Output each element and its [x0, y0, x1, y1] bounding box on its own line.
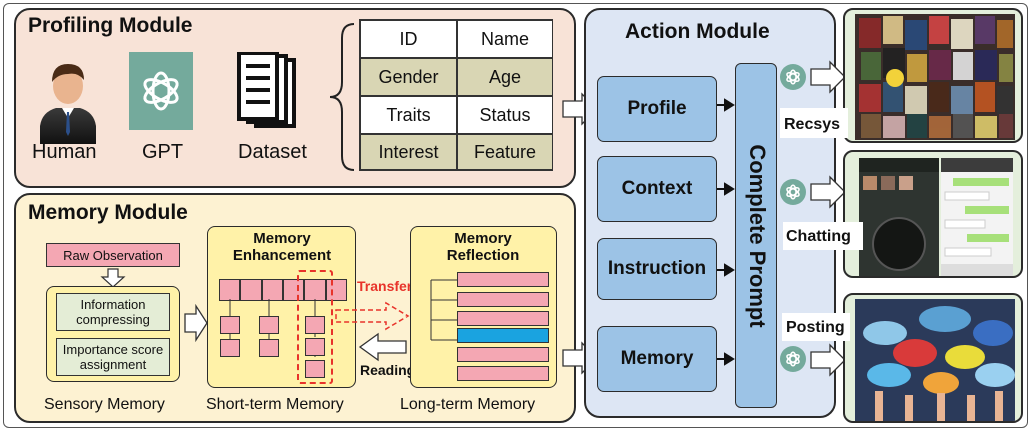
importance-score-box: Importance score assignment — [56, 338, 170, 376]
action-module-title: Action Module — [625, 20, 770, 43]
arrow-icon — [717, 182, 735, 196]
right-arrow-icon — [184, 304, 208, 342]
dataset-label: Dataset — [238, 141, 307, 163]
memory-prompt-block: Memory — [597, 326, 717, 392]
memory-cell — [259, 316, 279, 334]
complete-prompt-block — [735, 63, 777, 408]
posting-output-panel — [843, 293, 1023, 423]
memory-cell — [305, 360, 325, 378]
table-cell: Age — [457, 58, 553, 96]
social-speech-bubbles-image — [855, 299, 1015, 421]
memory-cell — [305, 338, 325, 356]
table-cell: Interest — [360, 134, 457, 170]
arrow-icon — [717, 98, 735, 112]
gpt-icon — [780, 179, 806, 205]
instruction-prompt-block: Instruction — [597, 238, 717, 300]
transfer-label: Transfer — [357, 278, 413, 294]
arrow-icon — [717, 352, 735, 366]
long-term-memory-cell — [457, 292, 549, 307]
profile-prompt-block: Profile — [597, 76, 717, 142]
information-compressing-label: Information compressing — [76, 297, 150, 327]
chatting-output-panel — [843, 150, 1023, 278]
importance-score-label: Importance score assignment — [62, 342, 164, 372]
human-label: Human — [32, 141, 97, 163]
table-cell: Traits — [360, 96, 457, 134]
recsys-output-panel — [843, 8, 1023, 143]
long-term-memory-cell — [457, 366, 549, 381]
outer-frame — [3, 3, 1028, 428]
profiling-module-title: Profiling Module — [28, 14, 193, 37]
table-cell: ID — [360, 20, 457, 58]
posting-label: Posting — [786, 319, 845, 336]
reading-arrow-icon — [358, 332, 407, 362]
arrow-icon — [717, 263, 735, 277]
recsys-label: Recsys — [784, 116, 841, 133]
table-cell: Status — [457, 96, 553, 134]
right-arrow-icon — [810, 60, 846, 94]
memory-reflection-title: Memory Reflection — [446, 230, 520, 264]
memory-cell — [325, 279, 347, 301]
memory-enhancement-title: Memory Enhancement — [232, 230, 332, 264]
long-term-memory-cell — [457, 311, 549, 326]
table-cell: Gender — [360, 58, 457, 96]
brace-icon — [329, 23, 355, 171]
reading-label: Reading — [360, 362, 416, 378]
openai-logo-icon — [143, 71, 179, 111]
context-prompt-block: Context — [597, 156, 717, 222]
chatting-label-bg — [783, 222, 863, 250]
raw-observation-label: Raw Observation — [63, 247, 163, 263]
dataset-document-icon — [237, 52, 296, 128]
reflection-tree-lines — [430, 279, 457, 341]
long-term-memory-cell — [457, 347, 549, 362]
memory-cell — [305, 316, 325, 334]
memory-cell — [240, 279, 262, 301]
posting-label-bg — [782, 313, 850, 341]
memory-cell — [259, 339, 279, 357]
long-term-memory-cell — [457, 272, 549, 287]
profile-attribute-table: ID Name Gender Age Traits Status Interes… — [359, 19, 553, 171]
gpt-icon — [780, 346, 806, 372]
chat-app-screenshot-image — [859, 158, 1013, 276]
movie-posters-collage-image — [855, 14, 1015, 140]
information-compressing-box: Information compressing — [56, 293, 170, 331]
right-arrow-icon — [810, 343, 846, 377]
human-icon — [40, 64, 96, 144]
reflected-memory-cell — [457, 328, 549, 343]
memory-cell — [219, 279, 241, 301]
complete-prompt-label: Complete Prompt — [745, 144, 770, 328]
gpt-source-tile — [129, 52, 193, 130]
down-arrow-icon — [100, 268, 126, 288]
raw-observation-box: Raw Observation — [46, 243, 180, 267]
recsys-label-bg — [780, 108, 848, 138]
right-arrow-icon — [810, 175, 846, 209]
memory-cell — [220, 339, 240, 357]
long-term-memory-label: Long-term Memory — [400, 396, 536, 413]
transfer-arrow-icon — [335, 301, 410, 331]
memory-cell — [220, 316, 240, 334]
gpt-icon — [780, 64, 806, 90]
memory-buffer-row — [219, 279, 347, 301]
table-cell: Name — [457, 20, 553, 58]
sensory-memory-label: Sensory Memory — [44, 396, 165, 413]
transfer-selection-dashed-box — [297, 270, 333, 384]
chatting-label: Chatting — [786, 228, 851, 245]
table-cell: Feature — [457, 134, 553, 170]
short-term-memory-label: Short-term Memory — [206, 396, 344, 413]
memory-module-title: Memory Module — [28, 201, 188, 224]
gpt-label: GPT — [142, 141, 184, 163]
memory-cell — [261, 279, 283, 301]
